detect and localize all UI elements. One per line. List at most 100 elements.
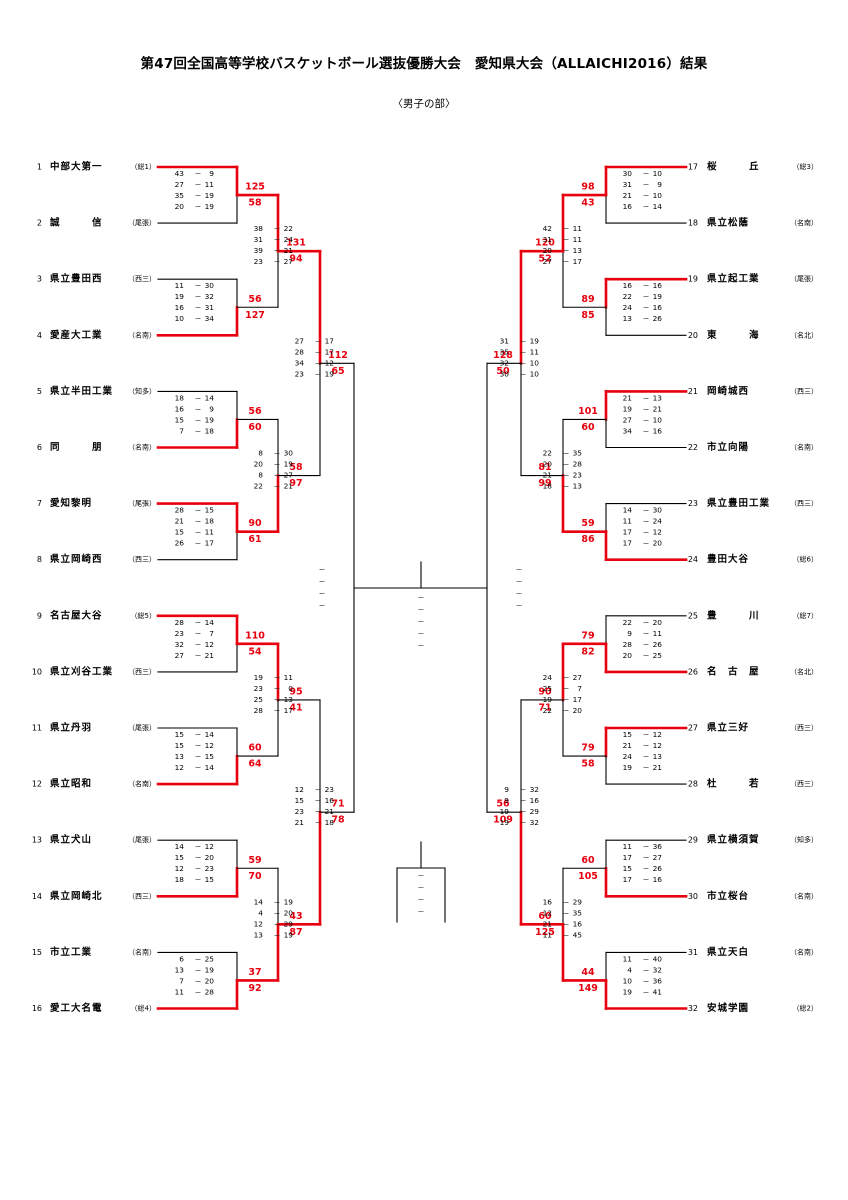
score-top: 110 xyxy=(245,630,265,641)
quarter-score-bottom: 27 xyxy=(573,673,583,682)
team-region: （名南） xyxy=(790,891,818,900)
quarter-score-bottom: 20 xyxy=(653,539,663,548)
score-top: 79 xyxy=(581,743,594,754)
quarter-dash: － xyxy=(274,483,281,491)
quarter-score-bottom: 18 xyxy=(205,426,215,435)
score-bottom: 99 xyxy=(538,478,551,489)
quarter-dash: － xyxy=(563,450,570,458)
team-name: 中部大第一 xyxy=(50,161,103,173)
quarter-dash: － xyxy=(315,819,322,827)
team-number: 26 xyxy=(688,667,698,676)
quarter-dash: － xyxy=(643,764,650,772)
quarter-score-bottom: 19 xyxy=(205,965,215,974)
quarter-score-bottom: 19 xyxy=(205,415,215,424)
pending-score-dash: － xyxy=(418,630,425,638)
quarter-dash: － xyxy=(195,315,202,323)
quarter-dash: － xyxy=(520,370,527,378)
quarter-dash: － xyxy=(195,304,202,312)
quarter-score-bottom: 9 xyxy=(209,169,214,178)
score-bottom: 125 xyxy=(535,927,555,938)
quarter-dash: － xyxy=(643,865,650,873)
score-bottom: 149 xyxy=(578,983,598,994)
quarter-score-top: 11 xyxy=(623,954,633,963)
quarter-score-bottom: 14 xyxy=(205,618,215,627)
quarter-score-bottom: 30 xyxy=(205,281,215,290)
quarter-score-bottom: 19 xyxy=(284,460,294,469)
pending-score-dash: － xyxy=(516,590,523,598)
quarter-dash: － xyxy=(563,461,570,469)
quarter-score-top: 28 xyxy=(175,506,185,515)
quarter-score-bottom: 31 xyxy=(205,303,215,312)
quarter-score-top: 27 xyxy=(175,180,185,189)
quarter-dash: － xyxy=(643,854,650,862)
quarter-score-top: 14 xyxy=(175,842,185,851)
team-row: 30 市立桜台 （名南） xyxy=(688,890,818,902)
quarter-dash: － xyxy=(643,742,650,750)
team-number: 6 xyxy=(37,443,42,452)
team-name: 県立犬山 xyxy=(50,834,92,846)
quarter-dash: － xyxy=(195,181,202,189)
quarter-dash: － xyxy=(274,258,281,266)
quarter-score-top: 22 xyxy=(254,482,263,491)
quarter-score-top: 19 xyxy=(623,987,633,996)
quarter-dash: － xyxy=(643,181,650,189)
team-number: 11 xyxy=(32,724,42,733)
team-name: 市立工業 xyxy=(50,946,92,958)
team-number: 16 xyxy=(32,1004,42,1013)
quarter-score-top: 17 xyxy=(623,539,633,548)
quarter-dash: － xyxy=(315,337,322,345)
quarter-dash: － xyxy=(195,652,202,660)
team-region: （尾張） xyxy=(790,275,818,283)
quarter-score-bottom: 29 xyxy=(284,919,294,928)
score-top: 71 xyxy=(331,799,344,810)
team-name: 県立豊田工業 xyxy=(707,497,770,509)
quarter-score-top: 26 xyxy=(175,539,185,548)
team-number: 15 xyxy=(32,948,42,957)
quarter-dash: － xyxy=(563,685,570,693)
team-number: 28 xyxy=(688,780,698,789)
quarter-score-bottom: 15 xyxy=(205,752,215,761)
quarter-score-top: 14 xyxy=(623,506,633,515)
team-region: （総4） xyxy=(131,1004,156,1013)
quarter-score-bottom: 41 xyxy=(653,987,663,996)
team-region: （名南） xyxy=(790,947,818,956)
score-top: 60 xyxy=(538,911,552,922)
quarter-score-top: 18 xyxy=(175,875,185,884)
team-number: 10 xyxy=(32,667,42,676)
quarter-score-bottom: 35 xyxy=(573,908,583,917)
quarter-dash: － xyxy=(520,819,527,827)
quarter-score-bottom: 36 xyxy=(653,976,663,985)
quarter-dash: － xyxy=(274,247,281,255)
quarter-dash: － xyxy=(195,282,202,290)
quarter-score-bottom: 12 xyxy=(205,640,214,649)
team-number: 30 xyxy=(688,892,698,901)
quarter-dash: － xyxy=(195,405,202,413)
quarter-score-top: 19 xyxy=(623,763,633,772)
quarter-score-top: 38 xyxy=(254,224,264,233)
quarter-dash: － xyxy=(274,225,281,233)
quarter-score-bottom: 20 xyxy=(205,853,215,862)
quarter-dash: － xyxy=(315,348,322,356)
score-top: 101 xyxy=(578,406,598,417)
team-number: 20 xyxy=(688,331,698,340)
team-region: （知多） xyxy=(790,835,818,844)
quarter-score-bottom: 17 xyxy=(573,695,583,704)
quarter-score-top: 19 xyxy=(254,673,264,682)
team-number: 19 xyxy=(688,275,698,284)
team-name: 市立桜台 xyxy=(707,890,749,902)
quarter-score-bottom: 17 xyxy=(573,257,583,266)
quarter-dash: － xyxy=(643,630,650,638)
team-name: 県立豊田西 xyxy=(50,273,103,285)
quarter-score-top: 16 xyxy=(175,303,185,312)
quarter-score-bottom: 17 xyxy=(325,336,335,345)
quarter-dash: － xyxy=(315,786,322,794)
quarter-score-top: 27 xyxy=(295,336,305,345)
quarter-score-bottom: 19 xyxy=(284,930,294,939)
team-region: （尾張） xyxy=(128,219,156,227)
